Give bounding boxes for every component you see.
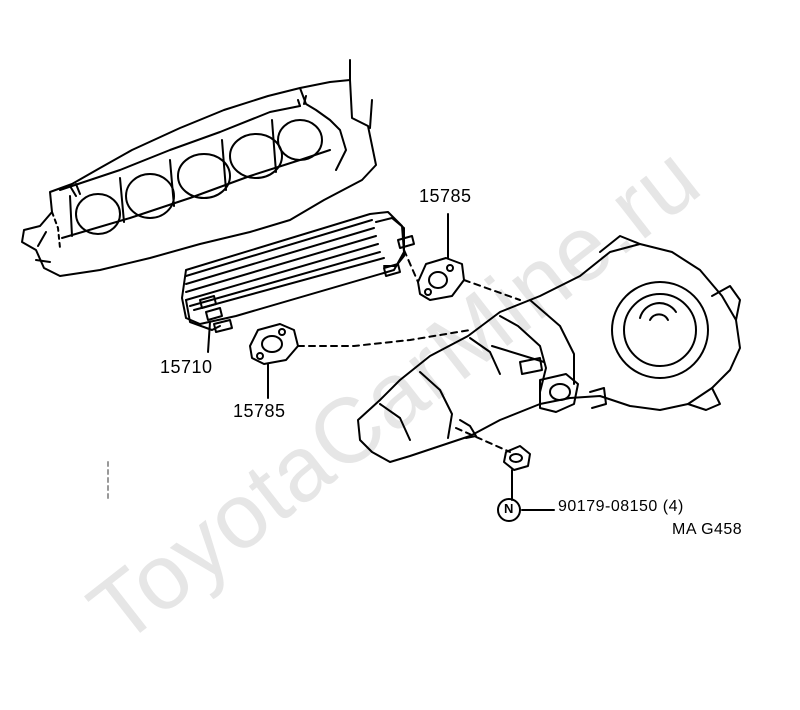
figure-code-label: MA G458 — [672, 521, 743, 538]
gasket-lower-label: 15785 — [233, 401, 286, 421]
nut-symbol-label: N — [504, 501, 514, 516]
oil-cooler-drawing — [181, 211, 415, 333]
gasket-lower-drawing — [249, 323, 299, 365]
nut-symbol-circle — [497, 498, 521, 522]
oil-cooler-label: 15710 — [160, 357, 213, 377]
gasket-upper-label: 15785 — [419, 186, 472, 206]
gasket-upper-drawing — [417, 257, 465, 301]
nut-part-number-label: 90179-08150 (4) — [558, 498, 684, 515]
nut-drawing — [503, 445, 531, 471]
water-pump-drawing — [357, 235, 741, 463]
engine-block-drawing — [21, 59, 377, 277]
